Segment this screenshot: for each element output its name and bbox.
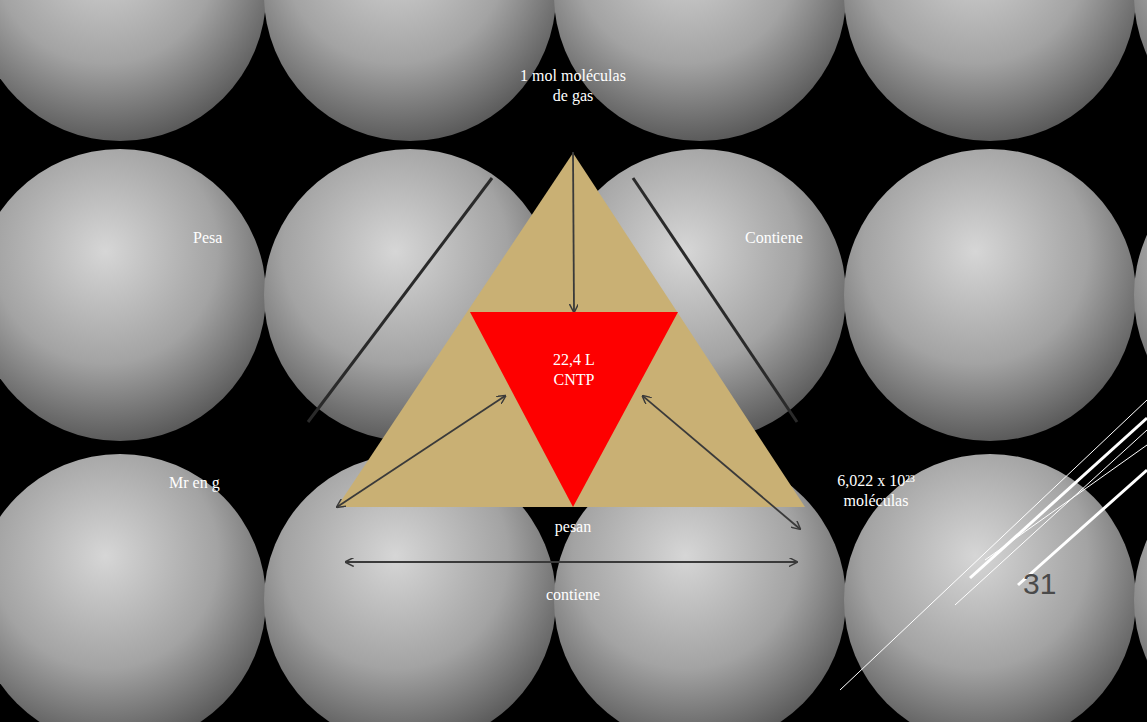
side-label: Pesa [193, 228, 222, 247]
page-number: 31 [1023, 566, 1056, 602]
corner-label: 6,022 x 10²³ moléculas [800, 465, 952, 529]
corner-decoration [840, 400, 1147, 690]
corner-label: 1 mol moléculas de gas [490, 62, 656, 152]
sphere [0, 0, 266, 141]
connector-arrow [573, 152, 574, 312]
sphere [0, 149, 266, 441]
node-text: 1 mol moléculas de gas [519, 66, 627, 106]
sphere [264, 0, 556, 141]
connector-arrow [337, 396, 505, 507]
connector-arrow [643, 396, 800, 529]
triangle-shape [470, 312, 678, 507]
sphere [1134, 149, 1147, 441]
connector-arrow [346, 561, 797, 563]
sphere [844, 149, 1136, 441]
outer-triangle [337, 153, 805, 507]
side-label: Contiene [745, 228, 803, 247]
sphere [0, 454, 266, 722]
sphere [1134, 0, 1147, 141]
node-text: Mr en g [169, 473, 269, 493]
sphere [844, 0, 1136, 141]
relation-label: pesan [555, 517, 591, 536]
node-text: 22,4 L CNTP [534, 350, 614, 390]
center-triangle: 22,4 L CNTP [470, 312, 678, 507]
sphere [1134, 454, 1147, 722]
node-text: 6,022 x 10²³ moléculas [820, 471, 932, 511]
corner-label: Mr en g [165, 465, 337, 507]
edge-label: contiene [546, 585, 600, 604]
